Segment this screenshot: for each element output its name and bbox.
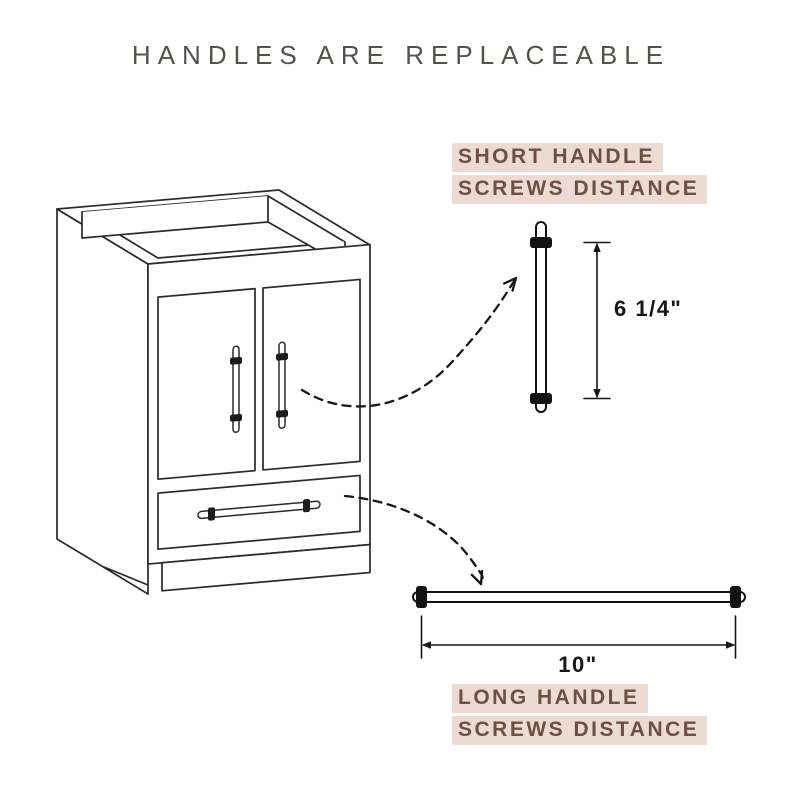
cabinet-side-kick-line	[103, 566, 149, 586]
long-handle-callout: LONG HANDLE SCREWS DISTANCE	[452, 684, 708, 745]
short-handle-label-line2: SCREWS DISTANCE	[452, 175, 708, 204]
long-handle-drawing	[412, 586, 746, 608]
short-handle-dimension-label: 6 1/4"	[614, 296, 683, 321]
long-handle-dimension-label: 10"	[558, 652, 598, 677]
short-handle-drawing	[530, 221, 552, 413]
long-handle-screw-right	[730, 586, 741, 608]
short-handle-screw-top	[530, 237, 552, 248]
long-handle-label-line1: LONG HANDLE	[452, 684, 648, 713]
door-handle-right-icon	[276, 341, 288, 430]
long-handle-screw-left	[416, 586, 427, 608]
cabinet-side-panel	[56, 208, 149, 595]
cabinet-drawing	[56, 189, 371, 595]
cabinet-door-right	[262, 278, 361, 471]
drawer-handle-icon	[197, 498, 321, 521]
long-handle-dimension	[420, 615, 737, 659]
short-handle-callout: SHORT HANDLE SCREWS DISTANCE	[452, 143, 708, 204]
page-title: HANDLES ARE REPLACEABLE	[131, 40, 671, 70]
short-handle-screw-bottom	[530, 393, 552, 404]
short-handle-label-line1: SHORT HANDLE	[452, 143, 663, 172]
arrowhead-short	[503, 276, 518, 292]
arrowhead-long	[470, 569, 484, 586]
dashed-arrow-to-short-handle	[300, 276, 518, 408]
cabinet-front	[147, 243, 371, 592]
cabinet-toe-kick	[161, 543, 371, 592]
cabinet-door-left	[157, 287, 256, 480]
dashed-arrow-to-long-handle	[343, 494, 484, 586]
door-handle-left-icon	[230, 345, 242, 434]
long-handle-label-line2: SCREWS DISTANCE	[452, 716, 708, 745]
short-handle-dimension	[583, 241, 611, 400]
